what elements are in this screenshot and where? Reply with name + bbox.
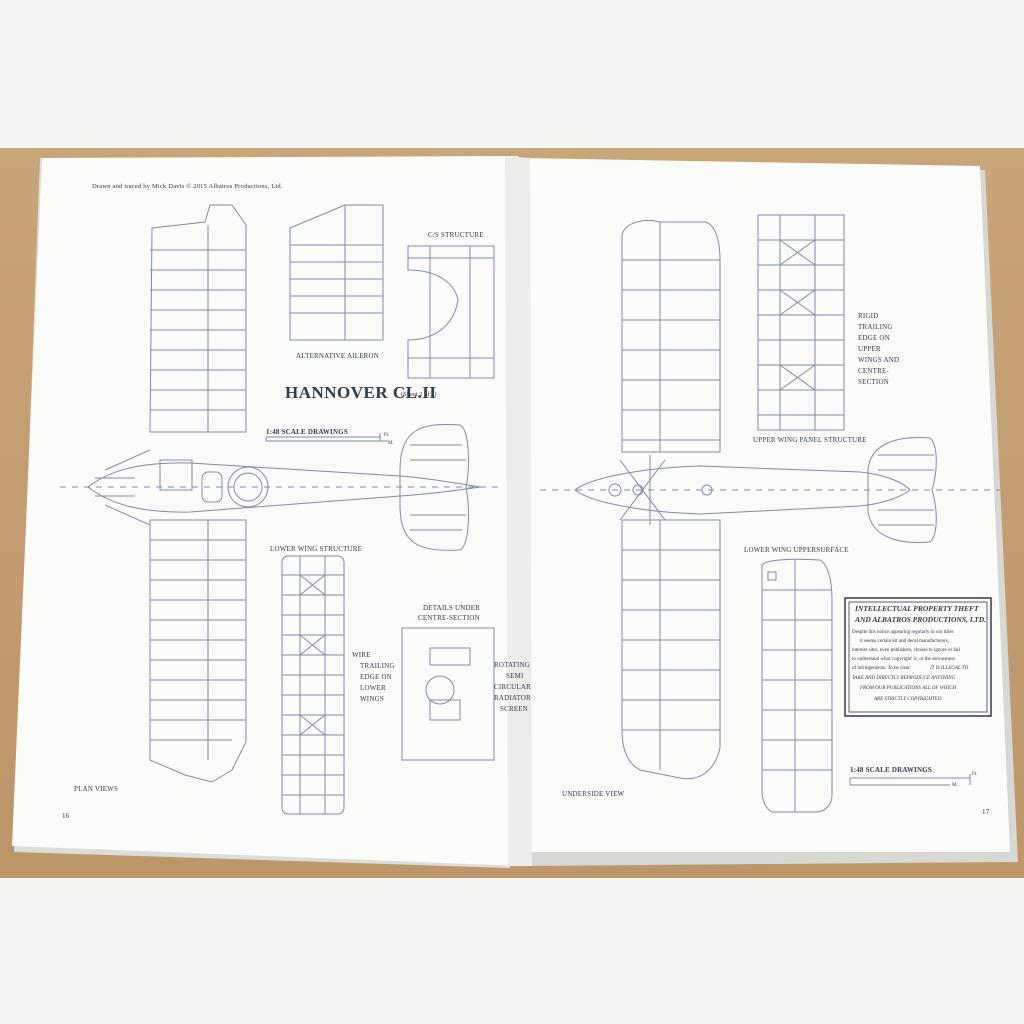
credit-line: Drawn and traced by Mick Davis © 2015 Al… <box>92 183 283 190</box>
lower-wing-uppersurface-label: LOWER WING UPPERSURFACE <box>744 546 849 554</box>
wire-label-3: EDGE ON <box>360 673 392 681</box>
gutter-shadow <box>505 156 532 866</box>
page-title: HANNOVER CL.II <box>285 383 437 402</box>
notice-body-3: internet sites, even publishers, choose … <box>852 648 961 653</box>
underside-fuselage <box>574 465 911 515</box>
scale-ft-right: Ft. <box>972 772 978 777</box>
rigid-label-1: RIGID <box>858 312 879 320</box>
lower-wing-structure-label: LOWER WING STRUCTURE <box>270 545 363 553</box>
underside-view-label: UNDERSIDE VIEW <box>562 790 625 798</box>
upper-wing-outline <box>149 204 247 433</box>
tailplane-outline <box>399 423 469 551</box>
rigid-label-6: CENTRE- <box>858 367 889 375</box>
scale-label-right: 1:48 SCALE DRAWINGS <box>850 766 932 774</box>
notice-body-4: to understand what 'copyright' is, or th… <box>852 657 955 662</box>
scale-m-left: M. <box>388 441 394 446</box>
rigid-label-2: TRAILING <box>858 323 893 331</box>
plan-views-label: PLAN VIEWS <box>74 785 119 793</box>
alt-aileron-drawing <box>289 204 384 341</box>
cs-structure-label: C/S STRUCTURE <box>428 231 484 239</box>
sheet-label: (Sheet 2 of 2) <box>401 391 437 398</box>
details-label-1: DETAILS UNDER <box>423 604 481 612</box>
wire-label-2: TRAILING <box>360 662 395 670</box>
notice-body-1: Despite this notice appearing regularly … <box>852 630 954 635</box>
notice-body-9: ARE STRICTLY COPYRIGHTED. <box>874 697 943 702</box>
underside-tailplane <box>867 436 937 544</box>
scale-ft-left: Ft. <box>384 433 390 438</box>
rotating-label-1: ROTATING <box>494 661 531 669</box>
upper-wing-panel-label: UPPER WING PANEL STRUCTURE <box>753 436 867 444</box>
page-number-left: 16 <box>62 812 70 820</box>
details-label-2: CENTRE-SECTION <box>418 614 480 622</box>
left-page <box>12 156 522 866</box>
page-number-right: 17 <box>982 808 990 816</box>
scale-m-right: M. <box>952 783 958 788</box>
wire-label-1: WIRE <box>352 651 371 659</box>
rotating-label-2: SEMI <box>506 672 524 680</box>
cs-structure-drawing <box>407 245 495 379</box>
background-wall <box>0 0 1024 148</box>
details-drawing <box>401 627 495 761</box>
rigid-label-7: SECTION <box>858 378 889 386</box>
upper-wing-panel-drawing <box>757 214 845 431</box>
rotating-label-3: CIRCULAR <box>494 683 531 691</box>
rotating-label-4: RADIATOR <box>494 694 531 702</box>
right-page-drawings <box>540 214 1000 813</box>
notice-body-5: of infringements. To be clear: <box>852 666 912 671</box>
rigid-label-4: UPPER <box>858 345 881 353</box>
notice-body-7: TAKE AND DIRECTLY REPRODUCE ANYTHING <box>852 676 956 681</box>
rigid-label-3: EDGE ON <box>858 334 890 342</box>
left-page-drawings <box>60 204 500 815</box>
wire-label-4: LOWER <box>360 684 386 692</box>
notice-title-2: AND ALBATROS PRODUCTIONS, LTD. <box>855 615 987 624</box>
notice-body-6: IT IS ILLEGAL TO <box>930 666 969 671</box>
rotating-label-5: SCREEN <box>500 705 529 713</box>
scale-label-left: 1:48 SCALE DRAWINGS <box>266 428 348 436</box>
upper-wing-lower-half <box>149 519 247 783</box>
rigid-label-5: WINGS AND <box>858 356 900 364</box>
notice-title-1: INTELLECTUAL PROPERTY THEFT <box>855 604 979 613</box>
lower-wing-structure-drawing <box>281 555 345 815</box>
underside-lower-wing <box>621 519 721 780</box>
right-page <box>522 158 1010 852</box>
alt-aileron-label: ALTERNATIVE AILERON <box>296 352 380 360</box>
lower-wing-uppersurface-drawing <box>761 558 833 813</box>
notice-body-2: it seems certain kit and decal manufactu… <box>860 639 949 644</box>
notice-body-8: FROM OUR PUBLICATIONS ALL OF WHICH <box>860 686 957 691</box>
wire-label-5: WINGS <box>360 695 384 703</box>
notice-box <box>844 597 992 717</box>
background-floor <box>0 878 1024 1024</box>
